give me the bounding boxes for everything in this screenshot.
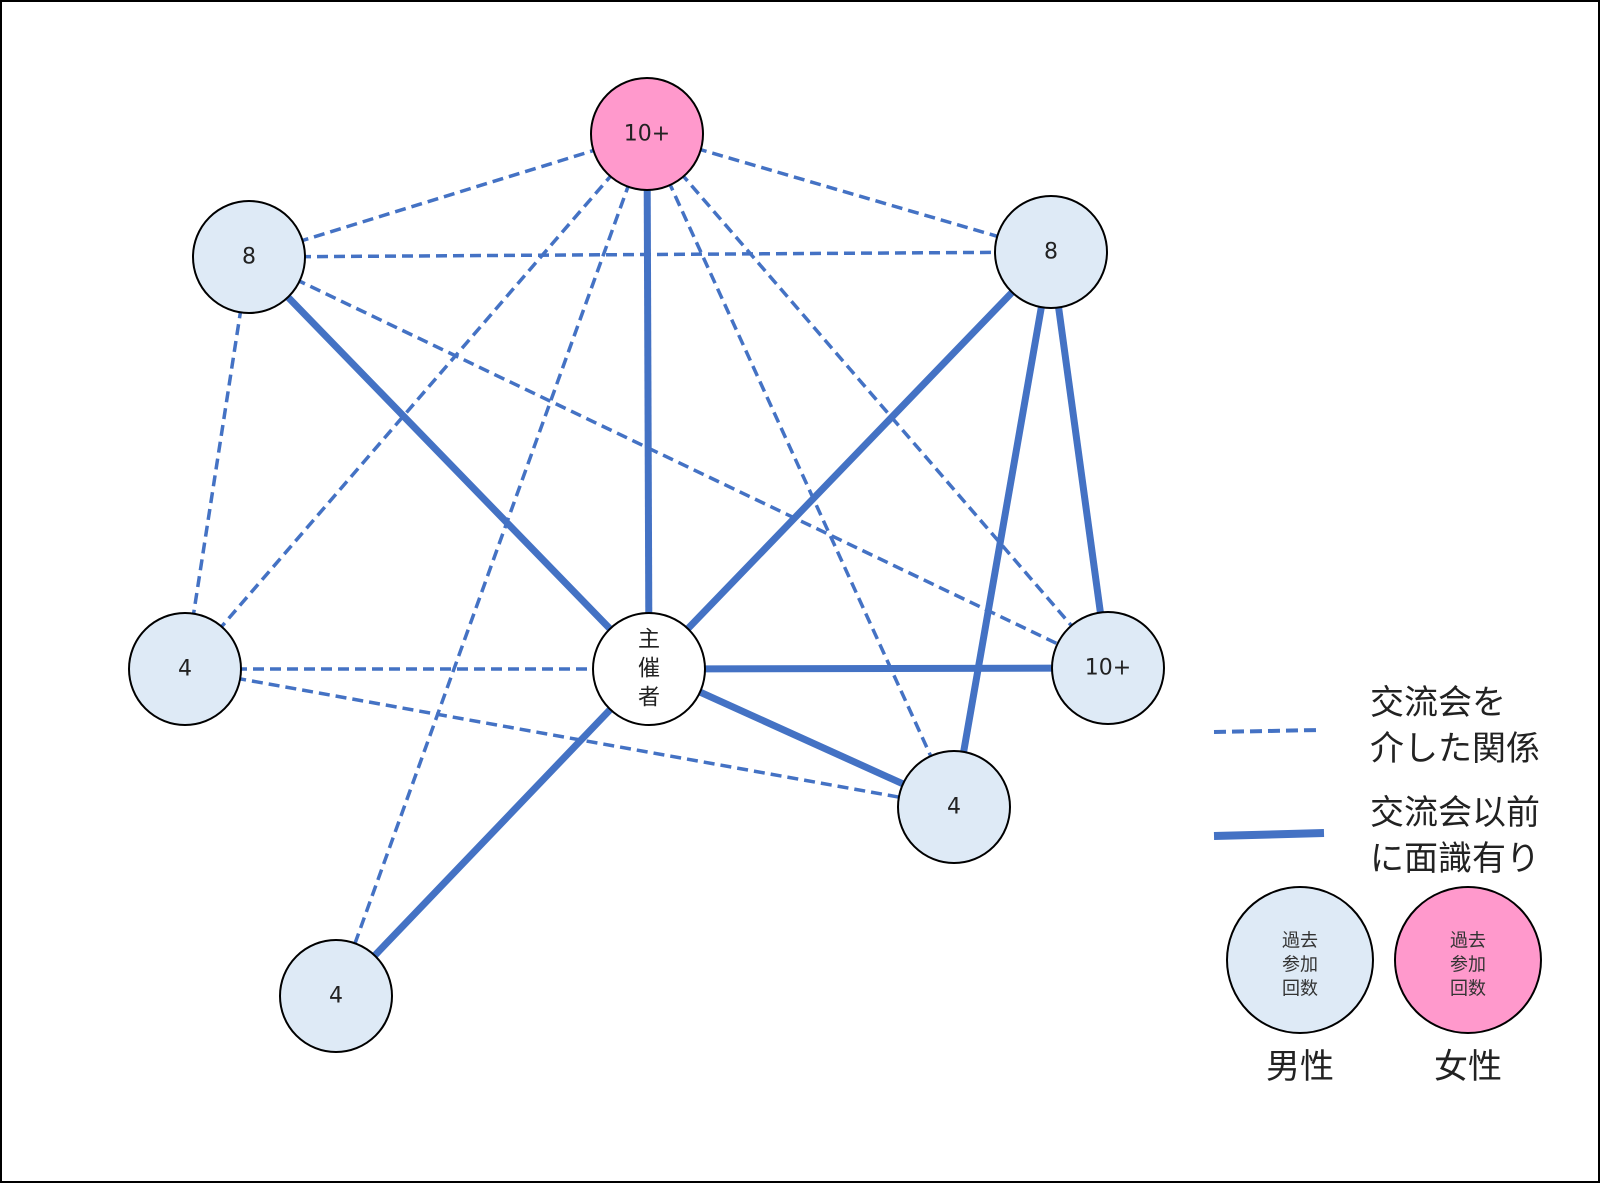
- event-edge: [645, 133, 956, 808]
- node-top: 10+: [590, 77, 704, 191]
- node-mr: 10+: [1051, 611, 1165, 725]
- acquainted-edge: [246, 254, 652, 672]
- node-bl: 4: [279, 939, 393, 1053]
- node-label: 者: [638, 686, 660, 711]
- legend-solid-label-line2: に面識有り: [1370, 839, 1540, 879]
- node-circle: [128, 612, 242, 726]
- node-label: 4: [329, 984, 343, 1009]
- legend-male-sample: 過去 参加 回数 男性: [1226, 886, 1374, 1087]
- legend-male-label-line3: 回数: [1282, 979, 1318, 1000]
- legend-male-label-line2: 参加: [1282, 955, 1318, 976]
- acquainted-edge: [646, 249, 1054, 672]
- node-br: 4: [897, 750, 1011, 864]
- node-label: 10+: [1085, 656, 1131, 681]
- acquainted-edge: [950, 251, 1055, 808]
- legend-female-sample: 過去 参加 回数 女性: [1394, 886, 1542, 1087]
- legend: 交流会を 介した関係 交流会以前 に面識有り 過去 参加 回数 男性 過去 参加…: [1213, 683, 1542, 1087]
- event-edge: [248, 132, 648, 259]
- legend-solid-label-line1: 交流会以前: [1370, 793, 1540, 833]
- legend-solid-line: [1213, 829, 1325, 840]
- legend-female-circle: [1394, 886, 1542, 1034]
- node-circle: [1051, 611, 1165, 725]
- node-label: 4: [178, 657, 192, 682]
- event-edge: [184, 667, 955, 809]
- legend-male-circle: [1226, 886, 1374, 1034]
- node-ml: 4: [128, 612, 242, 726]
- legend-male-label-line1: 過去: [1282, 931, 1318, 952]
- event-edge: [646, 132, 1052, 254]
- node-label: 8: [1044, 240, 1058, 265]
- legend-male-caption: 男性: [1266, 1047, 1334, 1087]
- event-edge: [248, 255, 1109, 670]
- legend-female-caption: 女性: [1434, 1047, 1502, 1087]
- event-edge: [645, 132, 1110, 670]
- node-circle: [192, 200, 306, 314]
- acquainted-edge: [333, 666, 652, 999]
- node-circle: [279, 939, 393, 1053]
- node-circle: [897, 750, 1011, 864]
- legend-female-label-line3: 回数: [1450, 979, 1486, 1000]
- node-label: 8: [242, 245, 256, 270]
- edges-layer: [183, 132, 1112, 999]
- node-ur: 8: [994, 195, 1108, 309]
- acquainted-edge: [643, 133, 653, 670]
- node-label: 4: [947, 795, 961, 820]
- acquainted-edge: [1047, 251, 1112, 669]
- legend-dashed-label-line2: 介した関係: [1370, 729, 1540, 769]
- node-circle: [994, 195, 1108, 309]
- acquainted-edge: [648, 664, 1109, 673]
- node-circle: [590, 77, 704, 191]
- node-label: 主: [638, 628, 660, 653]
- node-label: 催: [638, 657, 660, 682]
- event-edge: [183, 256, 251, 670]
- node-ul: 8: [192, 200, 306, 314]
- legend-dashed-label-line1: 交流会を: [1370, 683, 1506, 723]
- node-circle: [592, 612, 706, 726]
- legend-dashed-line: [1213, 728, 1321, 734]
- node-label: 10+: [624, 122, 670, 147]
- nodes-layer: 主催者 10+ 8 8 4 10+ 4 4: [128, 77, 1165, 1053]
- legend-female-label-line1: 過去: [1450, 931, 1486, 952]
- node-host: 主催者: [592, 612, 706, 726]
- event-edge: [334, 133, 649, 997]
- legend-female-label-line2: 参加: [1450, 955, 1486, 976]
